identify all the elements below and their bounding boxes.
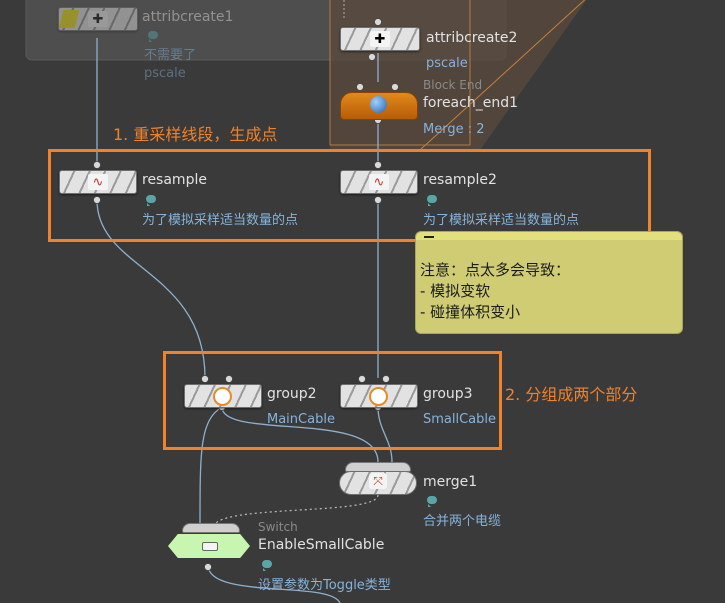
switch-cap [182, 523, 240, 533]
comment-icon [146, 195, 156, 206]
attribcreate2-label: attribcreate2 [426, 30, 518, 46]
switch-icon [202, 542, 218, 551]
foreach-end1-label: foreach_end1 [423, 95, 518, 111]
comment-icon [427, 195, 437, 206]
group-highlight-box [163, 351, 502, 450]
comment-icon [262, 560, 272, 571]
foreach-block-edge [419, 0, 586, 151]
foreach-block-outline [329, 0, 471, 146]
collapse-icon[interactable] [424, 236, 434, 238]
switch-comment: 设置参数为Toggle类型 [258, 578, 391, 593]
attribcreate1-label: attribcreate1 [142, 9, 234, 25]
attribcreate-icon: ✚ [370, 31, 390, 47]
port-group3-in2[interactable] [382, 375, 390, 383]
attribcreate2-sub: pscale [426, 56, 468, 71]
resample-node[interactable]: ∿ [59, 170, 137, 194]
resample-highlight-box [48, 149, 651, 242]
sticky-line-3: - 碰撞体积变小 [420, 303, 521, 321]
group-icon [369, 387, 388, 406]
sticky-line-1: 注意：点太多会导致： [420, 261, 571, 279]
wire-group3-merge1 [377, 406, 393, 463]
group3-sub: SmallCable [423, 412, 497, 427]
merge-icon: ⤧ [369, 473, 387, 489]
resample-icon: ∿ [88, 174, 108, 190]
wire-group2-merge1 [221, 406, 379, 463]
group-icon [213, 387, 232, 406]
port-resample-in[interactable] [93, 161, 101, 169]
merge1-comment: 合并两个电缆 [423, 514, 502, 529]
resample-comment: 为了模拟采样适当数量的点 [142, 213, 299, 228]
port-attribcreate2-in[interactable] [374, 18, 382, 26]
port-group2-in1[interactable] [201, 375, 209, 383]
group3-node[interactable] [340, 384, 418, 408]
wire-resample-group2 [96, 199, 206, 379]
wire-merge1-switch-dotted [214, 494, 379, 525]
comment-icon [427, 496, 437, 507]
switch-type: Switch [258, 520, 298, 534]
sticky-note[interactable]: 注意：点太多会导致： - 模拟变软 - 碰撞体积变小 [415, 231, 683, 334]
wire-switch-out [207, 564, 341, 603]
foreach-icon [370, 96, 387, 113]
port-group2-in2[interactable] [225, 375, 233, 383]
foreach-end1-type: Block End [423, 78, 483, 92]
resample-icon: ∿ [369, 174, 389, 190]
port-resample2-out[interactable] [374, 196, 382, 204]
group2-sub: MainCable [267, 412, 335, 427]
resample2-label: resample2 [423, 172, 497, 188]
step1-annotation: 1. 重采样线段，生成点 [113, 125, 278, 144]
group2-label: group2 [267, 386, 317, 402]
port-attribcreate2-out[interactable] [368, 53, 376, 61]
attribcreate1-comment: 不需要了 [144, 48, 197, 63]
foreach-end1-node[interactable] [340, 92, 418, 120]
bypass-flag[interactable] [58, 10, 80, 28]
group3-label: group3 [423, 386, 473, 402]
comment-icon [148, 31, 158, 42]
sticky-note-titlebar[interactable] [416, 232, 682, 240]
resample2-comment: 为了模拟采样适当数量的点 [423, 213, 580, 228]
merge1-label: merge1 [423, 474, 478, 490]
sticky-line-2: - 模拟变软 [420, 282, 491, 300]
attribcreate1-sub: pscale [144, 66, 186, 81]
wire-group2-switch [199, 406, 223, 526]
port-foreach-in1[interactable] [356, 83, 364, 91]
port-switch-out[interactable] [204, 563, 212, 571]
port-resample-out[interactable] [93, 196, 101, 204]
port-resample2-in[interactable] [374, 161, 382, 169]
merge1-node[interactable]: ⤧ [339, 462, 417, 495]
foreach-end1-sub: Merge : 2 [423, 122, 485, 137]
port-group3-in1[interactable] [358, 375, 366, 383]
switch-label: EnableSmallCable [258, 537, 385, 553]
step2-annotation: 2. 分组成两个部分 [505, 385, 638, 404]
resample-label: resample [142, 172, 207, 188]
attribcreate-icon: ✚ [88, 11, 108, 27]
resample2-node[interactable]: ∿ [340, 170, 418, 194]
attribcreate1-node[interactable]: ✚ [58, 7, 138, 31]
switch-node[interactable] [168, 523, 252, 561]
attribcreate2-node[interactable]: ✚ [340, 27, 420, 51]
group2-node[interactable] [184, 384, 262, 408]
port-foreach-in2[interactable] [391, 83, 399, 91]
